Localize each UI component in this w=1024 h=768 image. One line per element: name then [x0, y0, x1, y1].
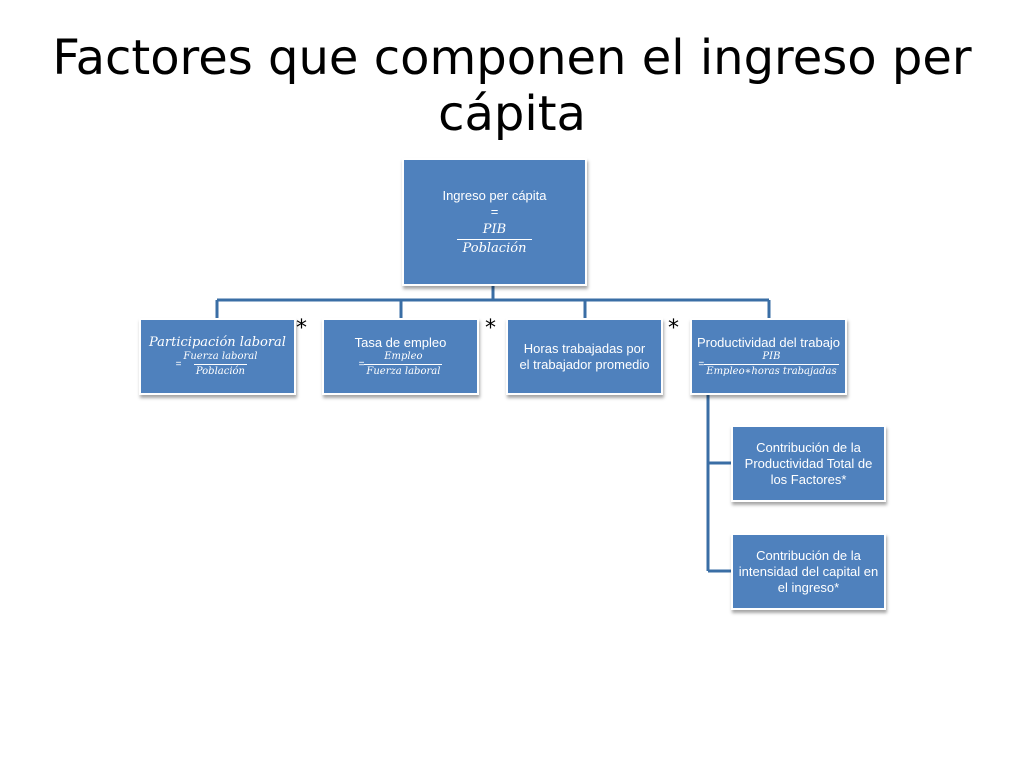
factor-1-equals: = [175, 358, 182, 370]
factor-4-numerator: PIB [762, 351, 781, 362]
root-label: Ingreso per cápita [442, 187, 547, 203]
operator-star-3: * [668, 316, 679, 341]
factor-2-denominator: Fuerza laboral [364, 364, 443, 377]
factor-1-formula: = Fuerza laboral Población [176, 351, 260, 378]
factor-2-label: Tasa de empleo [354, 335, 447, 350]
root-fraction: PIB Población [456, 221, 533, 257]
factor-2-numerator: Empleo [384, 351, 423, 362]
subfactor-2-label: Contribución de la intensidad del capita… [738, 547, 879, 595]
factor-2-equals: = [358, 358, 365, 370]
factor-4-label: Productividad del trabajo [696, 335, 841, 350]
subfactor-1-label: Contribución de la Productividad Total d… [744, 439, 873, 487]
factor-4-formula: = PIB Empleo∗horas trabajadas [698, 351, 839, 378]
factor-3-label: Horas trabajadas por el trabajador prome… [519, 340, 650, 372]
factor-4-fraction: PIB Empleo∗horas trabajadas [704, 351, 839, 378]
factor-box-productividad-del-trabajo: Productividad del trabajo = PIB Empleo∗h… [690, 318, 847, 395]
operator-star-2: * [485, 316, 496, 341]
subfactor-box-productividad-total: Contribución de la Productividad Total d… [731, 425, 886, 502]
factor-4-equals: = [698, 358, 705, 370]
subfactor-box-intensidad-capital: Contribución de la intensidad del capita… [731, 533, 886, 610]
root-denominator: Población [456, 238, 533, 257]
factor-box-horas-trabajadas: Horas trabajadas por el trabajador prome… [506, 318, 663, 395]
root-box-ingreso-per-capita: Ingreso per cápita = PIB Población [402, 158, 587, 286]
factor-1-numerator: Fuerza laboral [183, 351, 258, 362]
factor-1-fraction: Fuerza laboral Población [181, 351, 259, 378]
operator-star-1: * [296, 316, 307, 341]
factor-2-formula: = Empleo Fuerza laboral [359, 351, 443, 378]
root-numerator: PIB [482, 221, 507, 237]
slide-title: Factores que componen el ingreso per cáp… [52, 30, 972, 142]
factor-box-participacion-laboral: Participación laboral = Fuerza laboral P… [139, 318, 296, 395]
root-equals: = [490, 203, 499, 219]
factor-4-denominator: Empleo∗horas trabajadas [704, 364, 839, 377]
factor-2-fraction: Empleo Fuerza laboral [364, 351, 443, 378]
factor-1-label: Participación laboral [149, 335, 286, 350]
factor-1-denominator: Población [193, 364, 247, 377]
factor-box-tasa-de-empleo: Tasa de empleo = Empleo Fuerza laboral [322, 318, 479, 395]
